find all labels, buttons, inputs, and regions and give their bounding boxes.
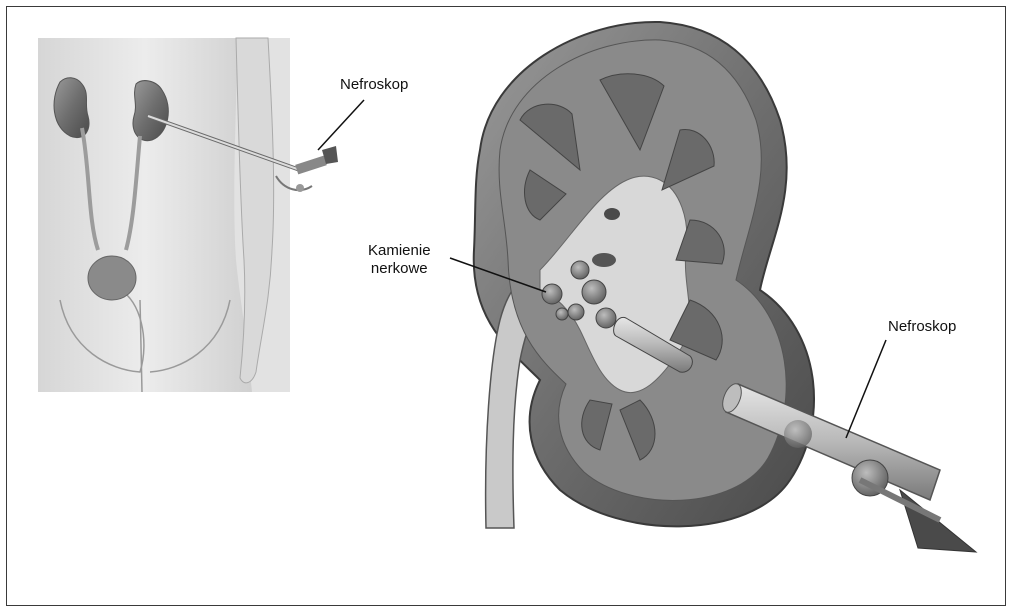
kidney-cross-section bbox=[474, 22, 814, 528]
nefroskop-right-pointer bbox=[846, 340, 886, 438]
illustration bbox=[0, 0, 1014, 569]
label-kamienie-line2: nerkowe bbox=[368, 260, 431, 278]
label-kamienie-nerkowe: Kamienie nerkowe bbox=[368, 242, 431, 278]
body-inset bbox=[38, 38, 338, 392]
label-nefroskop-top: Nefroskop bbox=[340, 76, 408, 94]
label-kamienie-line1: Kamienie bbox=[368, 242, 431, 260]
nefroskop-top-pointer bbox=[318, 100, 364, 150]
label-nefroskop-right: Nefroskop bbox=[888, 318, 956, 336]
